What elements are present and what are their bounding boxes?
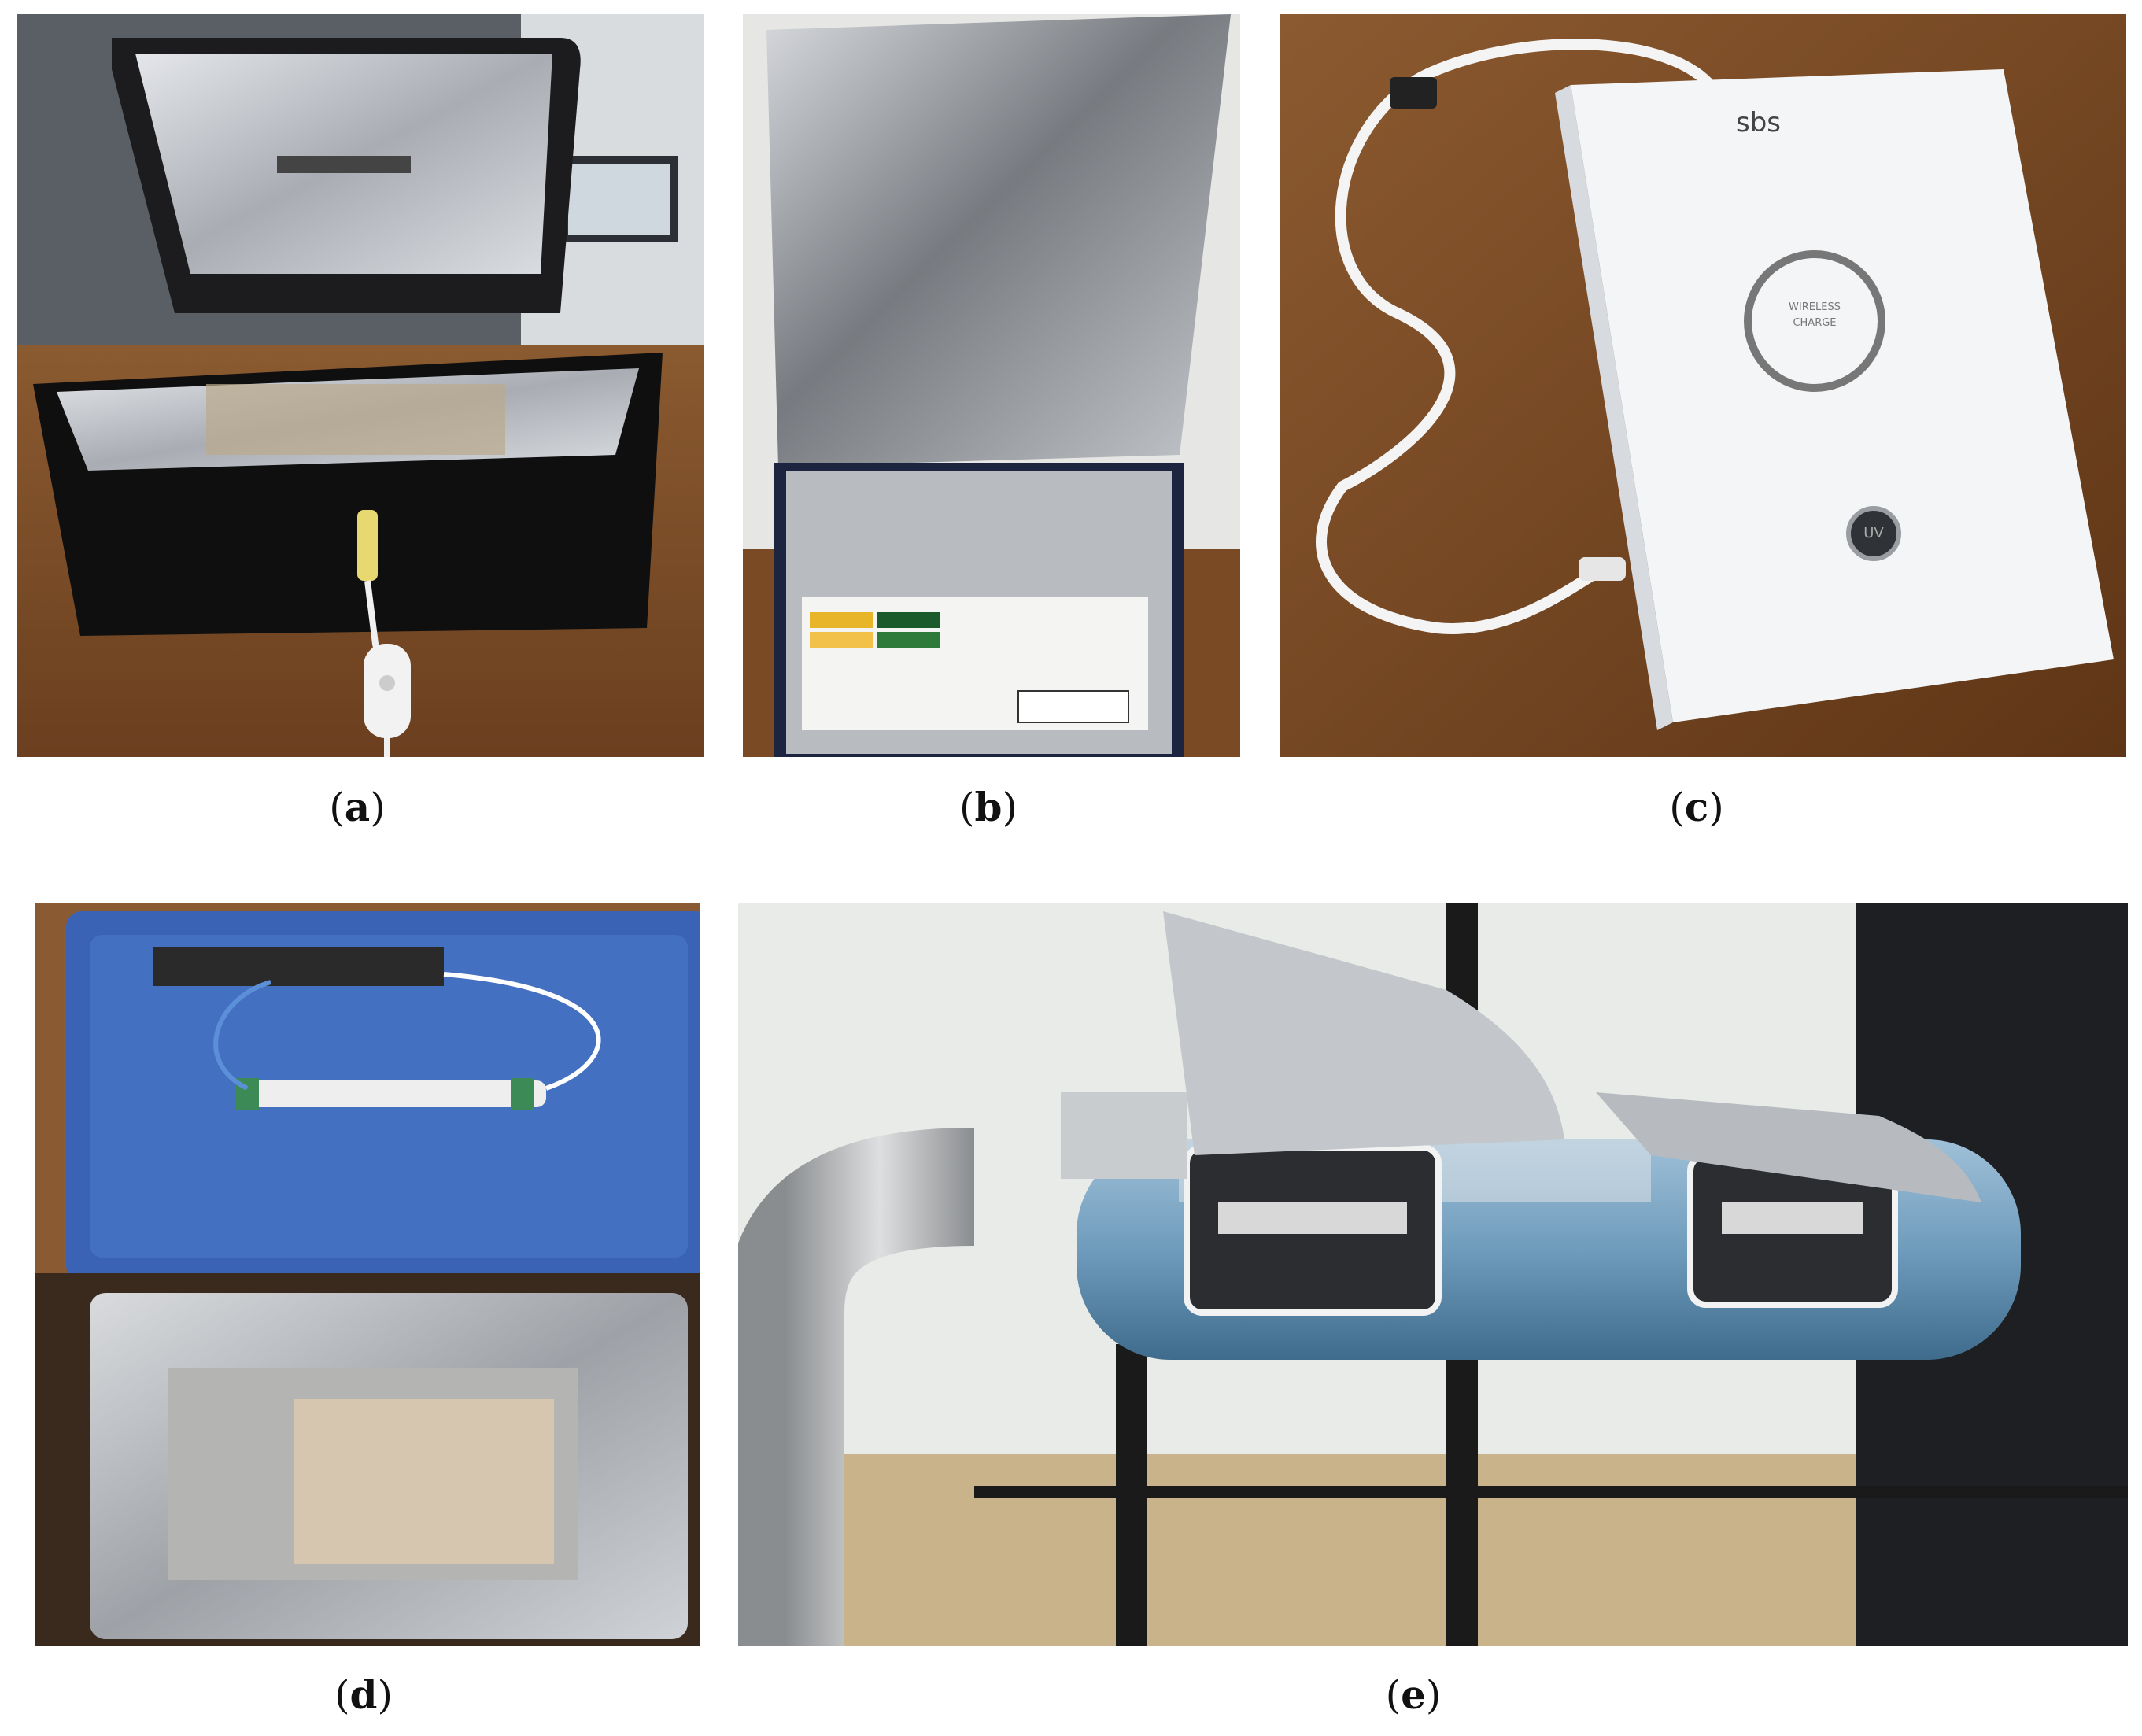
photo-panel-b — [743, 14, 1240, 757]
caption-e: (e) — [1385, 1671, 1442, 1718]
wireless-charge-ring — [1744, 250, 1885, 392]
caption-c: (c) — [1669, 784, 1724, 830]
caption-b: (b) — [959, 784, 1017, 830]
wireless-label-1: WIRELESS — [1789, 301, 1841, 313]
brand-label: sbs — [1736, 107, 1782, 139]
photo-panel-c: sbs WIRELESS CHARGE UV — [1280, 14, 2126, 757]
caption-a: (a) — [329, 784, 386, 830]
uv-button: UV — [1846, 506, 1901, 561]
caption-d: (d) — [334, 1671, 393, 1718]
photo-panel-a — [17, 14, 704, 757]
photo-panel-d — [35, 903, 700, 1646]
wireless-label-2: CHARGE — [1793, 317, 1837, 329]
photo-panel-e — [738, 903, 2128, 1646]
lamp-slot — [277, 156, 411, 173]
